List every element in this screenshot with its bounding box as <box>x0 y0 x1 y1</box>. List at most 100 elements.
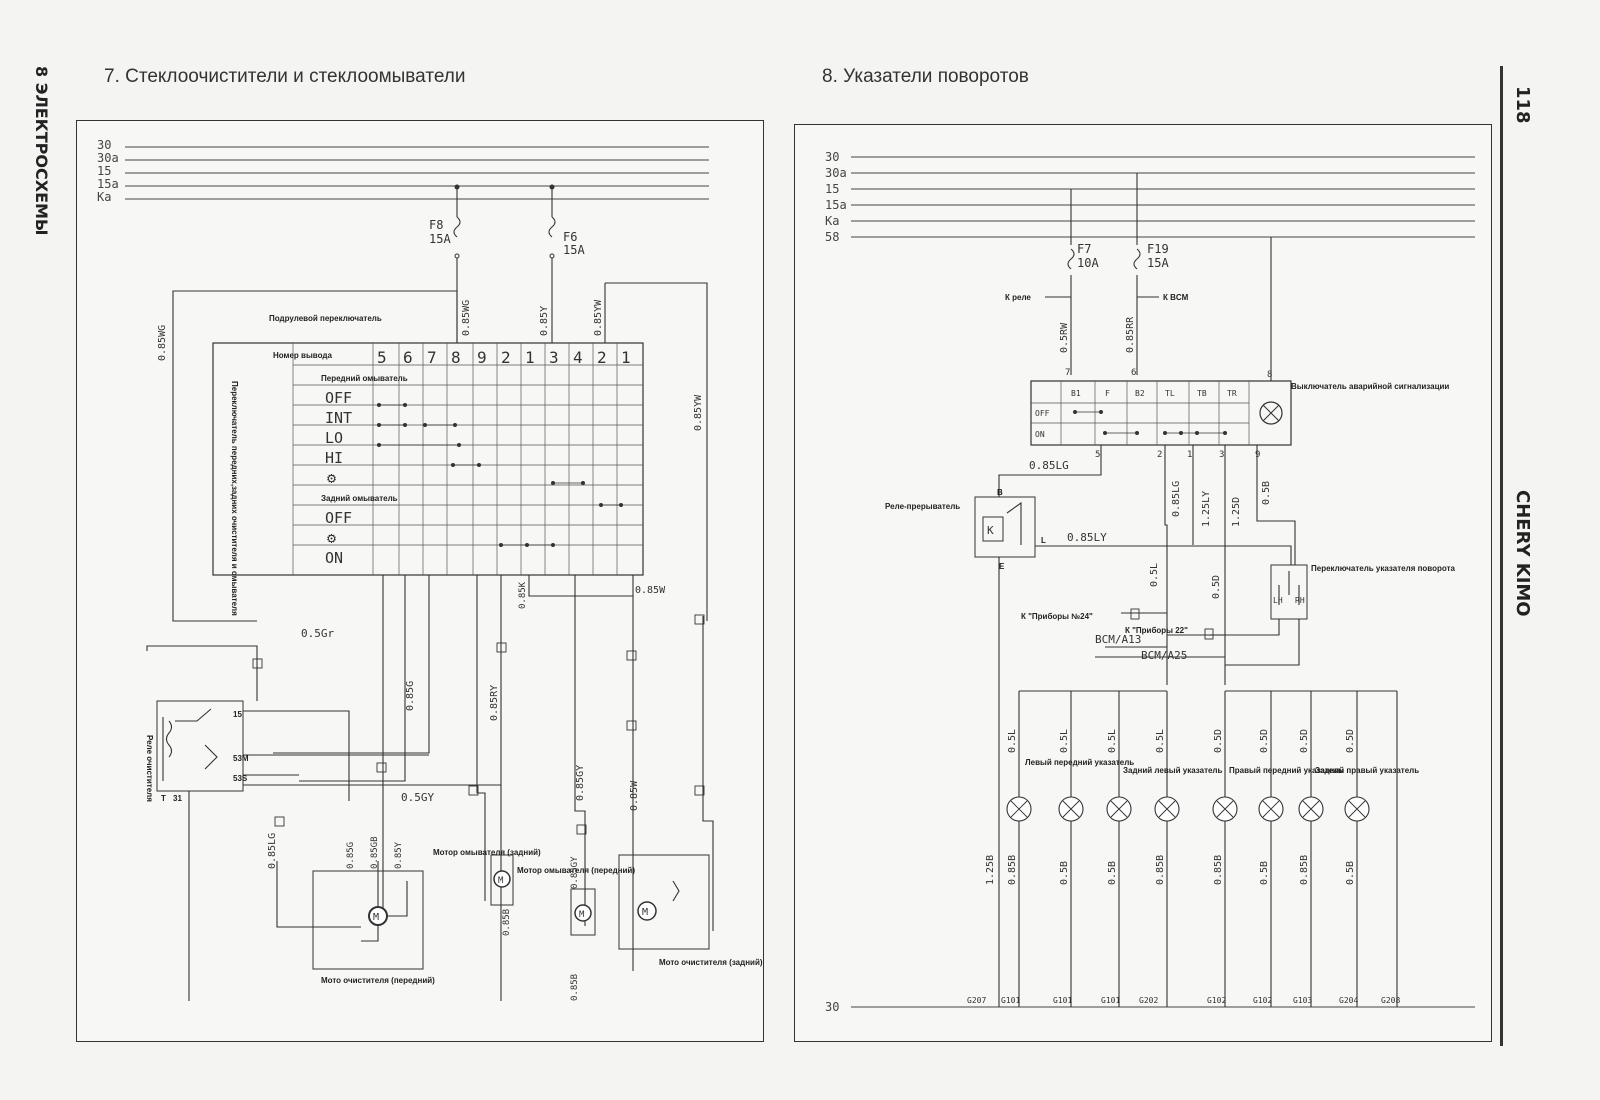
svg-text:0.85W: 0.85W <box>629 780 640 811</box>
svg-text:T: T <box>161 794 166 803</box>
rear-positions: OFF ⚙ ON <box>325 509 352 567</box>
svg-text:58: 58 <box>825 230 839 244</box>
svg-text:0.85K: 0.85K <box>518 581 528 609</box>
bus-label: 30 <box>97 138 111 152</box>
to-bcm: К BCM <box>1163 293 1189 302</box>
svg-text:⚙: ⚙ <box>327 469 336 487</box>
svg-text:G102: G102 <box>1253 996 1272 1005</box>
front-washer-motor: M Мотор омывателя (передний) <box>517 866 635 936</box>
fuse-f7: F7 10A <box>1067 189 1099 375</box>
page-number: 118 <box>1512 86 1533 124</box>
svg-text:0.5B: 0.5B <box>1345 861 1356 885</box>
svg-text:ON: ON <box>325 549 343 567</box>
svg-text:1: 1 <box>621 348 631 367</box>
left-section-title: 7. Стеклоочистители и стеклоомыватели <box>104 66 466 87</box>
svg-text:G103: G103 <box>1293 996 1312 1005</box>
svg-text:0.85LY: 0.85LY <box>1067 531 1107 544</box>
svg-text:M: M <box>579 910 585 920</box>
svg-text:M: M <box>498 876 504 886</box>
svg-text:9: 9 <box>477 348 487 367</box>
svg-text:G102: G102 <box>1207 996 1226 1005</box>
svg-text:OFF: OFF <box>325 509 352 527</box>
bus-label: 15 <box>97 164 111 178</box>
svg-text:0.5L: 0.5L <box>1107 729 1118 753</box>
fuse-f19: F19 15A <box>1133 173 1169 375</box>
svg-text:2: 2 <box>597 348 607 367</box>
svg-text:15a: 15a <box>825 198 847 212</box>
flasher-relay: K B L E Реле-прерыватель 0.85LY <box>885 488 1292 1007</box>
svg-text:B2: B2 <box>1135 389 1145 398</box>
svg-text:0.5Gr: 0.5Gr <box>301 627 334 640</box>
fuse-f6: F6 15A <box>548 184 585 343</box>
svg-text:0.5L: 0.5L <box>1149 563 1160 587</box>
svg-text:5: 5 <box>1095 450 1100 460</box>
svg-text:0.5RW: 0.5RW <box>1059 322 1070 353</box>
brand-label: CHERY KIMO <box>1512 490 1533 617</box>
svg-text:G207: G207 <box>967 996 986 1005</box>
svg-text:7: 7 <box>427 348 437 367</box>
lamp-wires-bottom: 0.85B 0.5B 0.5B 0.85B 0.85B 0.5B 0.85B 0… <box>985 855 1356 885</box>
svg-text:1.25D: 1.25D <box>1231 497 1242 527</box>
svg-text:0.85B: 0.85B <box>1007 855 1018 885</box>
svg-text:G101: G101 <box>1001 996 1020 1005</box>
hazard-switch: B1 F B2 TL TB TR OFF ON Выключатель авар… <box>1030 368 1449 460</box>
svg-text:0.85GY: 0.85GY <box>570 856 580 889</box>
svg-text:15A: 15A <box>1147 256 1169 270</box>
svg-text:RH: RH <box>1295 596 1305 605</box>
svg-text:9: 9 <box>1255 450 1260 460</box>
svg-text:0.85Y: 0.85Y <box>539 306 550 336</box>
svg-text:0.85RY: 0.85RY <box>489 685 500 721</box>
svg-text:0.85B: 0.85B <box>1299 855 1310 885</box>
svg-text:15A: 15A <box>429 232 451 246</box>
bcm-a25: BCM/A25 <box>1141 649 1187 662</box>
svg-text:30: 30 <box>825 150 839 164</box>
turn-signal-diagram: 30 30a 15 15a Ka 58 30 F7 10A F19 15A К … <box>825 150 1475 1014</box>
front-positions: OFF INT LO HI ⚙ <box>325 389 352 487</box>
svg-text:Мотор омывателя (задний): Мотор омывателя (задний) <box>433 848 541 857</box>
turn-lamps: Левый передний указатель Задний левый ук… <box>1006 691 1419 1007</box>
bus-label: 15a <box>97 177 119 191</box>
svg-text:0.5D: 0.5D <box>1299 729 1310 753</box>
svg-text:TR: TR <box>1227 389 1237 398</box>
svg-text:0.5GY: 0.5GY <box>401 791 434 804</box>
lamp-wires-top: 0.5L 0.5L 0.5L 0.5L 0.5D 0.5D 0.5D 0.5D <box>1007 729 1356 753</box>
svg-text:3: 3 <box>1219 450 1224 460</box>
wiper-relay: 15 53M 53S T 31 Реле очистителя <box>145 645 501 1001</box>
svg-text:5: 5 <box>377 348 387 367</box>
svg-text:Левый передний указатель: Левый передний указатель <box>1025 758 1134 767</box>
left-bus-labels: 30 30a 15 15a Ka <box>97 138 119 204</box>
svg-text:4: 4 <box>573 348 583 367</box>
flasher-relay-label: Реле-прерыватель <box>885 502 960 511</box>
pin-numbers: 5 6 7 8 9 2 1 3 4 2 1 <box>377 348 631 367</box>
svg-text:0.5D: 0.5D <box>1345 729 1356 753</box>
rear-wiper-motor: M Мото очистителя (задний) <box>618 854 763 967</box>
svg-text:0.85WG: 0.85WG <box>157 325 168 361</box>
svg-text:0.5B: 0.5B <box>1107 861 1118 885</box>
rear-washer-label: Задний омыватель <box>321 494 398 503</box>
svg-text:2: 2 <box>1157 450 1162 460</box>
svg-text:0.85B: 0.85B <box>1155 855 1166 885</box>
svg-text:30: 30 <box>825 1000 839 1014</box>
svg-text:0.5D: 0.5D <box>1211 575 1222 599</box>
svg-text:OFF: OFF <box>1035 409 1050 418</box>
turn-signal-diagram-frame: 30 30a 15 15a Ka 58 30 F7 10A F19 15A К … <box>794 124 1492 1042</box>
svg-text:0.5B: 0.5B <box>1059 861 1070 885</box>
svg-text:0.85WG: 0.85WG <box>461 300 472 336</box>
wiper-relay-label: Реле очистителя <box>145 735 154 802</box>
ground-labels: G207 G101 G101 G101 G202 G102 G102 G103 … <box>967 996 1400 1005</box>
svg-text:F19: F19 <box>1147 242 1169 256</box>
svg-text:G204: G204 <box>1339 996 1358 1005</box>
svg-text:E: E <box>999 562 1005 571</box>
svg-text:TL: TL <box>1165 389 1175 398</box>
bcm-a13: BCM/A13 <box>1095 633 1141 646</box>
svg-text:8: 8 <box>1267 370 1272 380</box>
switch-vertical-caption: Переключатель передних,задних очистителя… <box>230 381 239 616</box>
pin-header: Номер вывода <box>273 351 332 360</box>
svg-text:B: B <box>997 488 1003 497</box>
svg-text:15: 15 <box>825 182 839 196</box>
svg-text:53M: 53M <box>233 754 249 763</box>
svg-text:31: 31 <box>173 794 182 803</box>
svg-text:ON: ON <box>1035 430 1045 439</box>
svg-text:INT: INT <box>325 409 352 427</box>
svg-text:Мото очистителя (задний): Мото очистителя (задний) <box>659 958 763 967</box>
